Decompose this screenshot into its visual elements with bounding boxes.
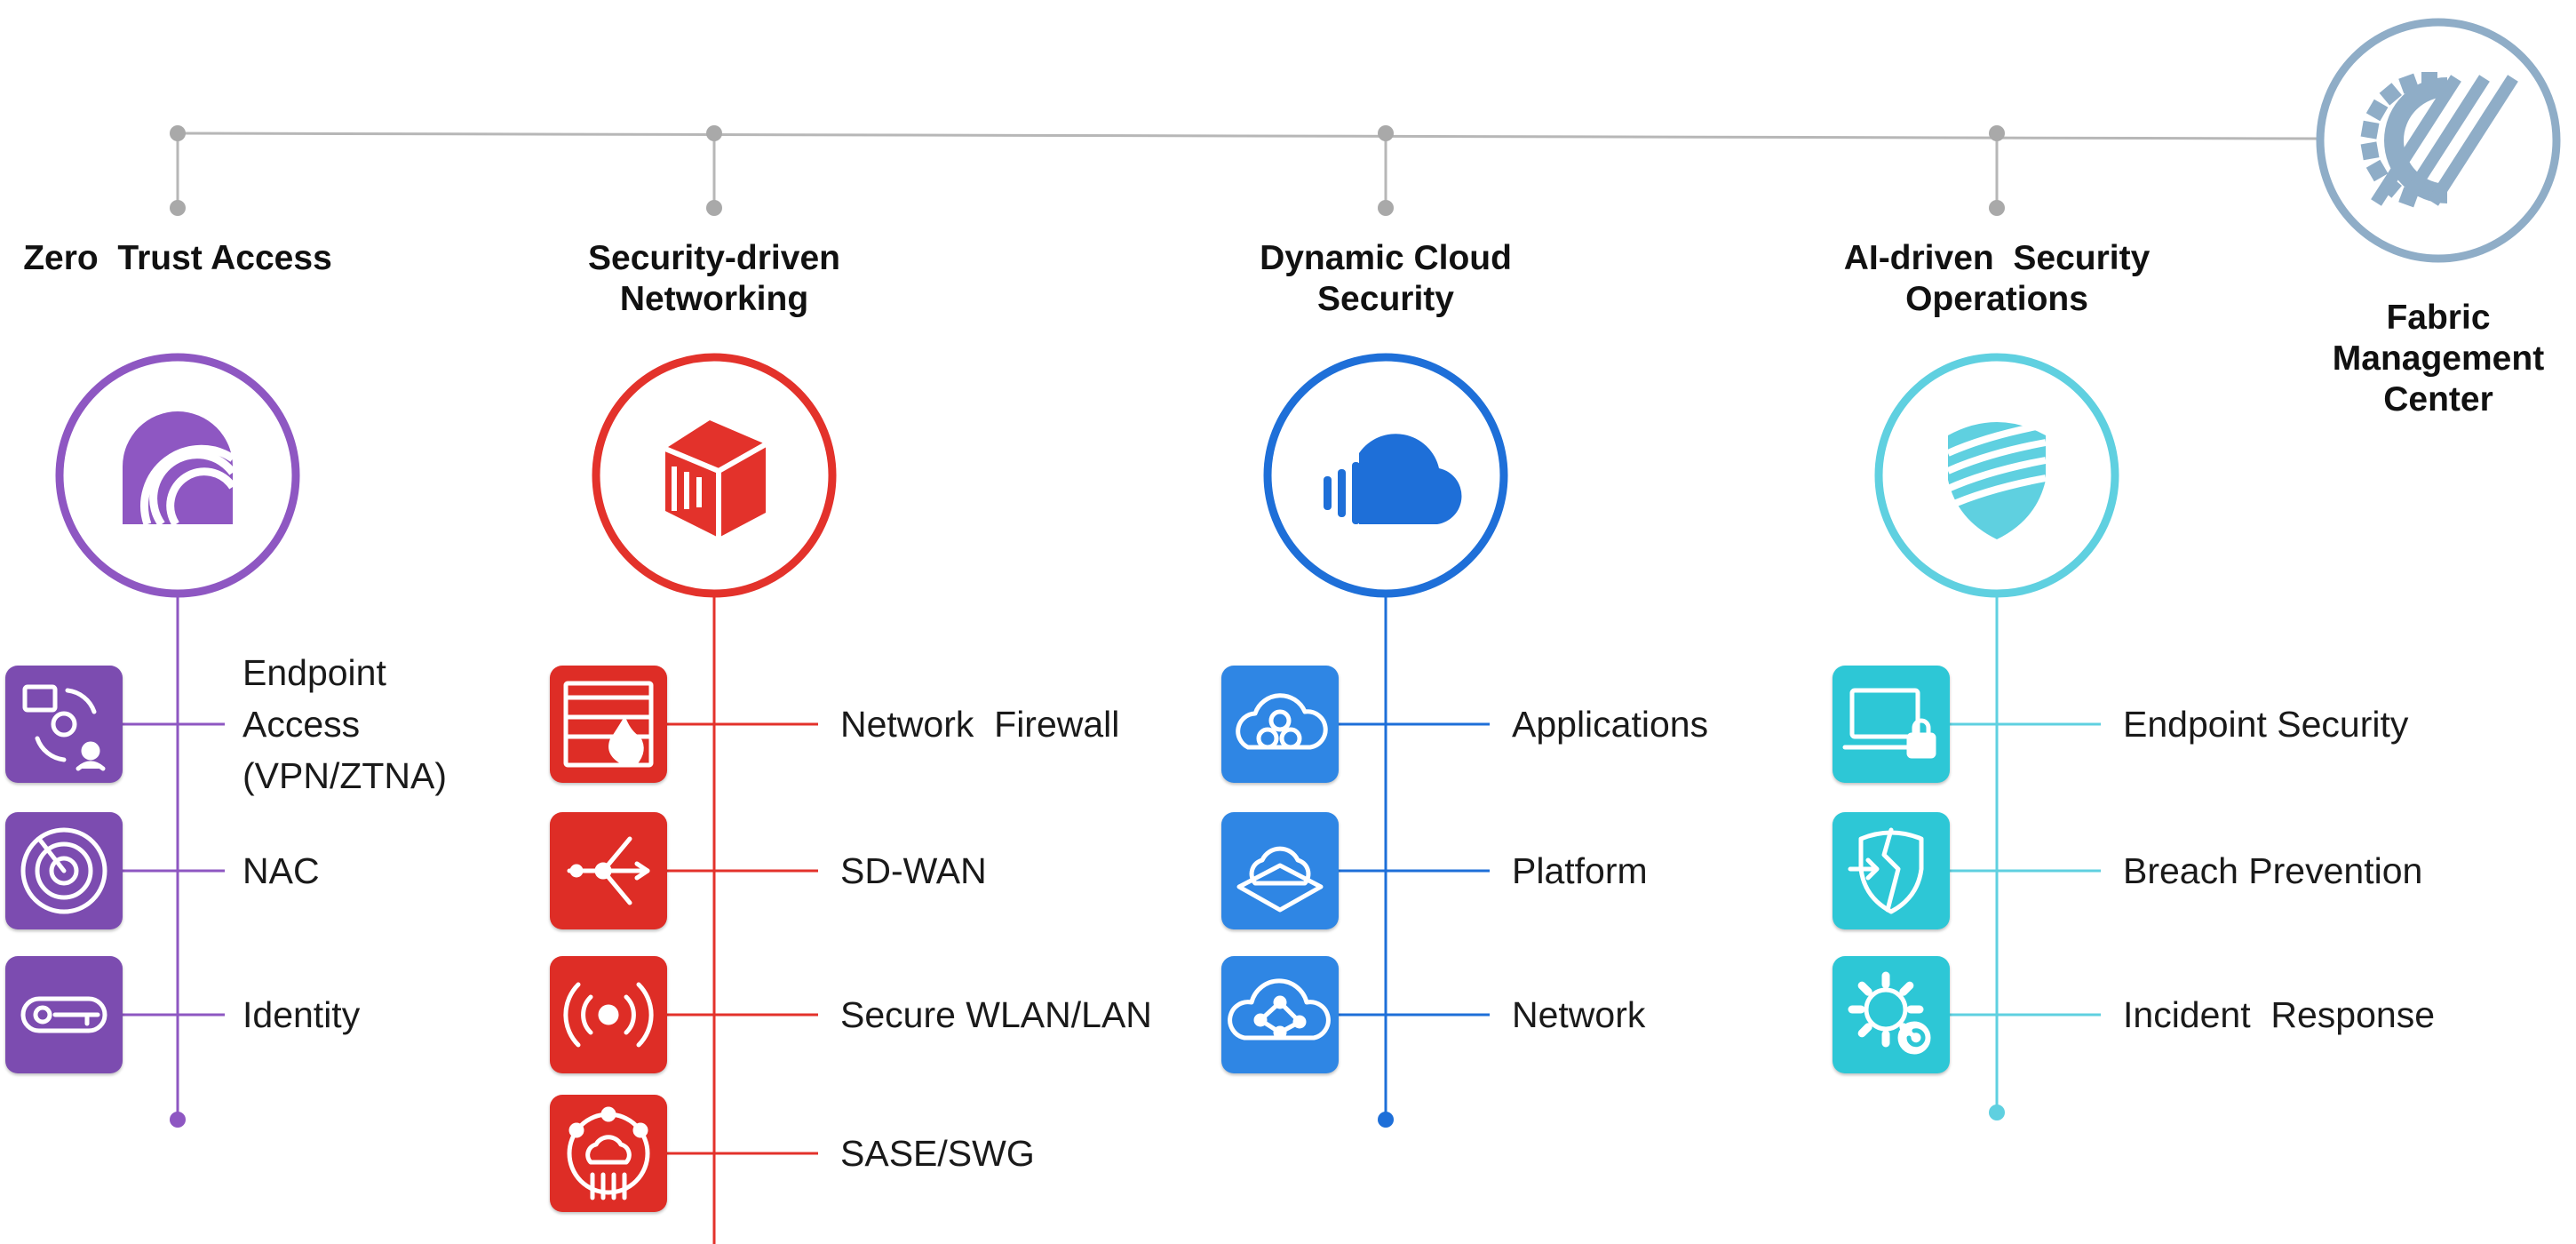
item-label-line: (VPN/ZTNA) [242, 755, 448, 796]
item-label-line: Endpoint Security [2123, 704, 2409, 745]
shield-stripes-icon [1946, 421, 2047, 539]
pillar-title-line: Security-driven [588, 239, 840, 277]
item-label: Platform [1512, 845, 1648, 897]
item-label-line: NAC [242, 850, 320, 891]
cloud-nodes-icon [1221, 956, 1339, 1073]
item-label-line: SD-WAN [840, 850, 987, 891]
pillar-title-line: AI-driven Security [1843, 239, 2151, 277]
radar-icon [5, 812, 123, 929]
item-label: SD-WAN [840, 845, 987, 897]
fabric-center-title-line: Center [2383, 380, 2493, 419]
item-label: Endpoint Security [2123, 698, 2408, 750]
branch-arrows-icon [550, 812, 667, 929]
pillar-title-line: Dynamic Cloud [1260, 239, 1512, 277]
cloud-platform-icon-glyph [1236, 846, 1324, 913]
item-label-line: Applications [1512, 704, 1709, 745]
pillar-soc-top-drop [1989, 125, 2005, 216]
cloud-network-icon-glyph [567, 1106, 650, 1200]
broken-shield-icon [1833, 812, 1950, 929]
radar-icon-glyph [20, 827, 107, 914]
pillar-cloud-top-drop [1378, 125, 1394, 216]
item-label: Network [1512, 989, 1645, 1041]
fabric-management-center [2316, 18, 2561, 263]
fabric-center-title-line: Management [2332, 339, 2545, 378]
pillar-cloud-spine-end [1378, 1112, 1394, 1128]
pillar-zero-trust-spine-end [170, 1112, 186, 1128]
key-icon-glyph [20, 996, 107, 1033]
arches-icon [123, 411, 236, 527]
firewall-icon [550, 666, 667, 783]
cloud-gears-icon-glyph [1236, 693, 1328, 750]
item-label: SASE/SWG [840, 1128, 1035, 1179]
pillar-title-line: Security [1317, 280, 1454, 318]
wireless-icon [550, 956, 667, 1073]
item-label: Identity [242, 989, 360, 1041]
firewall-icon-glyph [563, 681, 654, 768]
item-label-line: Endpoint [242, 652, 386, 693]
pillar-soc-spine-end [1989, 1104, 2005, 1120]
cloud-platform-icon [1221, 812, 1339, 929]
pillar-title-line: Operations [1905, 280, 2088, 318]
endpoint-access-icon-glyph [22, 684, 106, 771]
pillar-title-line: Zero Trust Access [23, 239, 332, 277]
pillar-sd-networking-top-drop [706, 125, 722, 216]
laptop-lock-icon [1833, 666, 1950, 783]
gear-response-icon-glyph [1848, 971, 1931, 1055]
top-connector-bar [177, 132, 2321, 140]
cloud-gears-icon [1221, 666, 1339, 783]
item-label-line: Breach Prevention [2123, 850, 2423, 891]
item-label: Secure WLAN/LAN [840, 989, 1152, 1041]
item-label: Incident Response [2123, 989, 2435, 1041]
endpoint-access-icon [5, 666, 123, 783]
item-label-line: Network [1512, 994, 1646, 1035]
item-label-line: Incident Response [2123, 994, 2436, 1035]
cloud-network-icon [550, 1095, 667, 1212]
item-label-line: Access [242, 704, 361, 745]
item-label: NAC [242, 845, 320, 897]
broken-shield-icon-glyph [1848, 827, 1924, 914]
item-label-line: Platform [1512, 850, 1648, 891]
pillar-title: Zero Trust Access [0, 238, 382, 279]
item-label-line: SASE/SWG [840, 1133, 1035, 1174]
cube-icon [664, 420, 767, 538]
item-label: Network Firewall [840, 698, 1119, 750]
item-label-line: Secure WLAN/LAN [840, 994, 1152, 1035]
item-label-line: Identity [242, 994, 361, 1035]
pillar-zero-trust-top-drop [170, 125, 186, 216]
cloud-nodes-icon-glyph [1228, 978, 1331, 1041]
branch-arrows-icon-glyph [567, 836, 650, 905]
pillar-title-line: Networking [619, 280, 809, 318]
cloud-bars-icon [1324, 434, 1462, 524]
gear-stripes-icon [2360, 72, 2518, 208]
wireless-icon-glyph [563, 982, 654, 1048]
fabric-center-title-line: Fabric [2386, 299, 2491, 337]
item-label: Applications [1512, 698, 1708, 750]
item-label: Breach Prevention [2123, 845, 2422, 897]
key-icon [5, 956, 123, 1073]
laptop-lock-icon-glyph [1842, 688, 1936, 759]
gear-response-icon [1833, 956, 1950, 1073]
item-label-line: Network Firewall [840, 704, 1120, 745]
